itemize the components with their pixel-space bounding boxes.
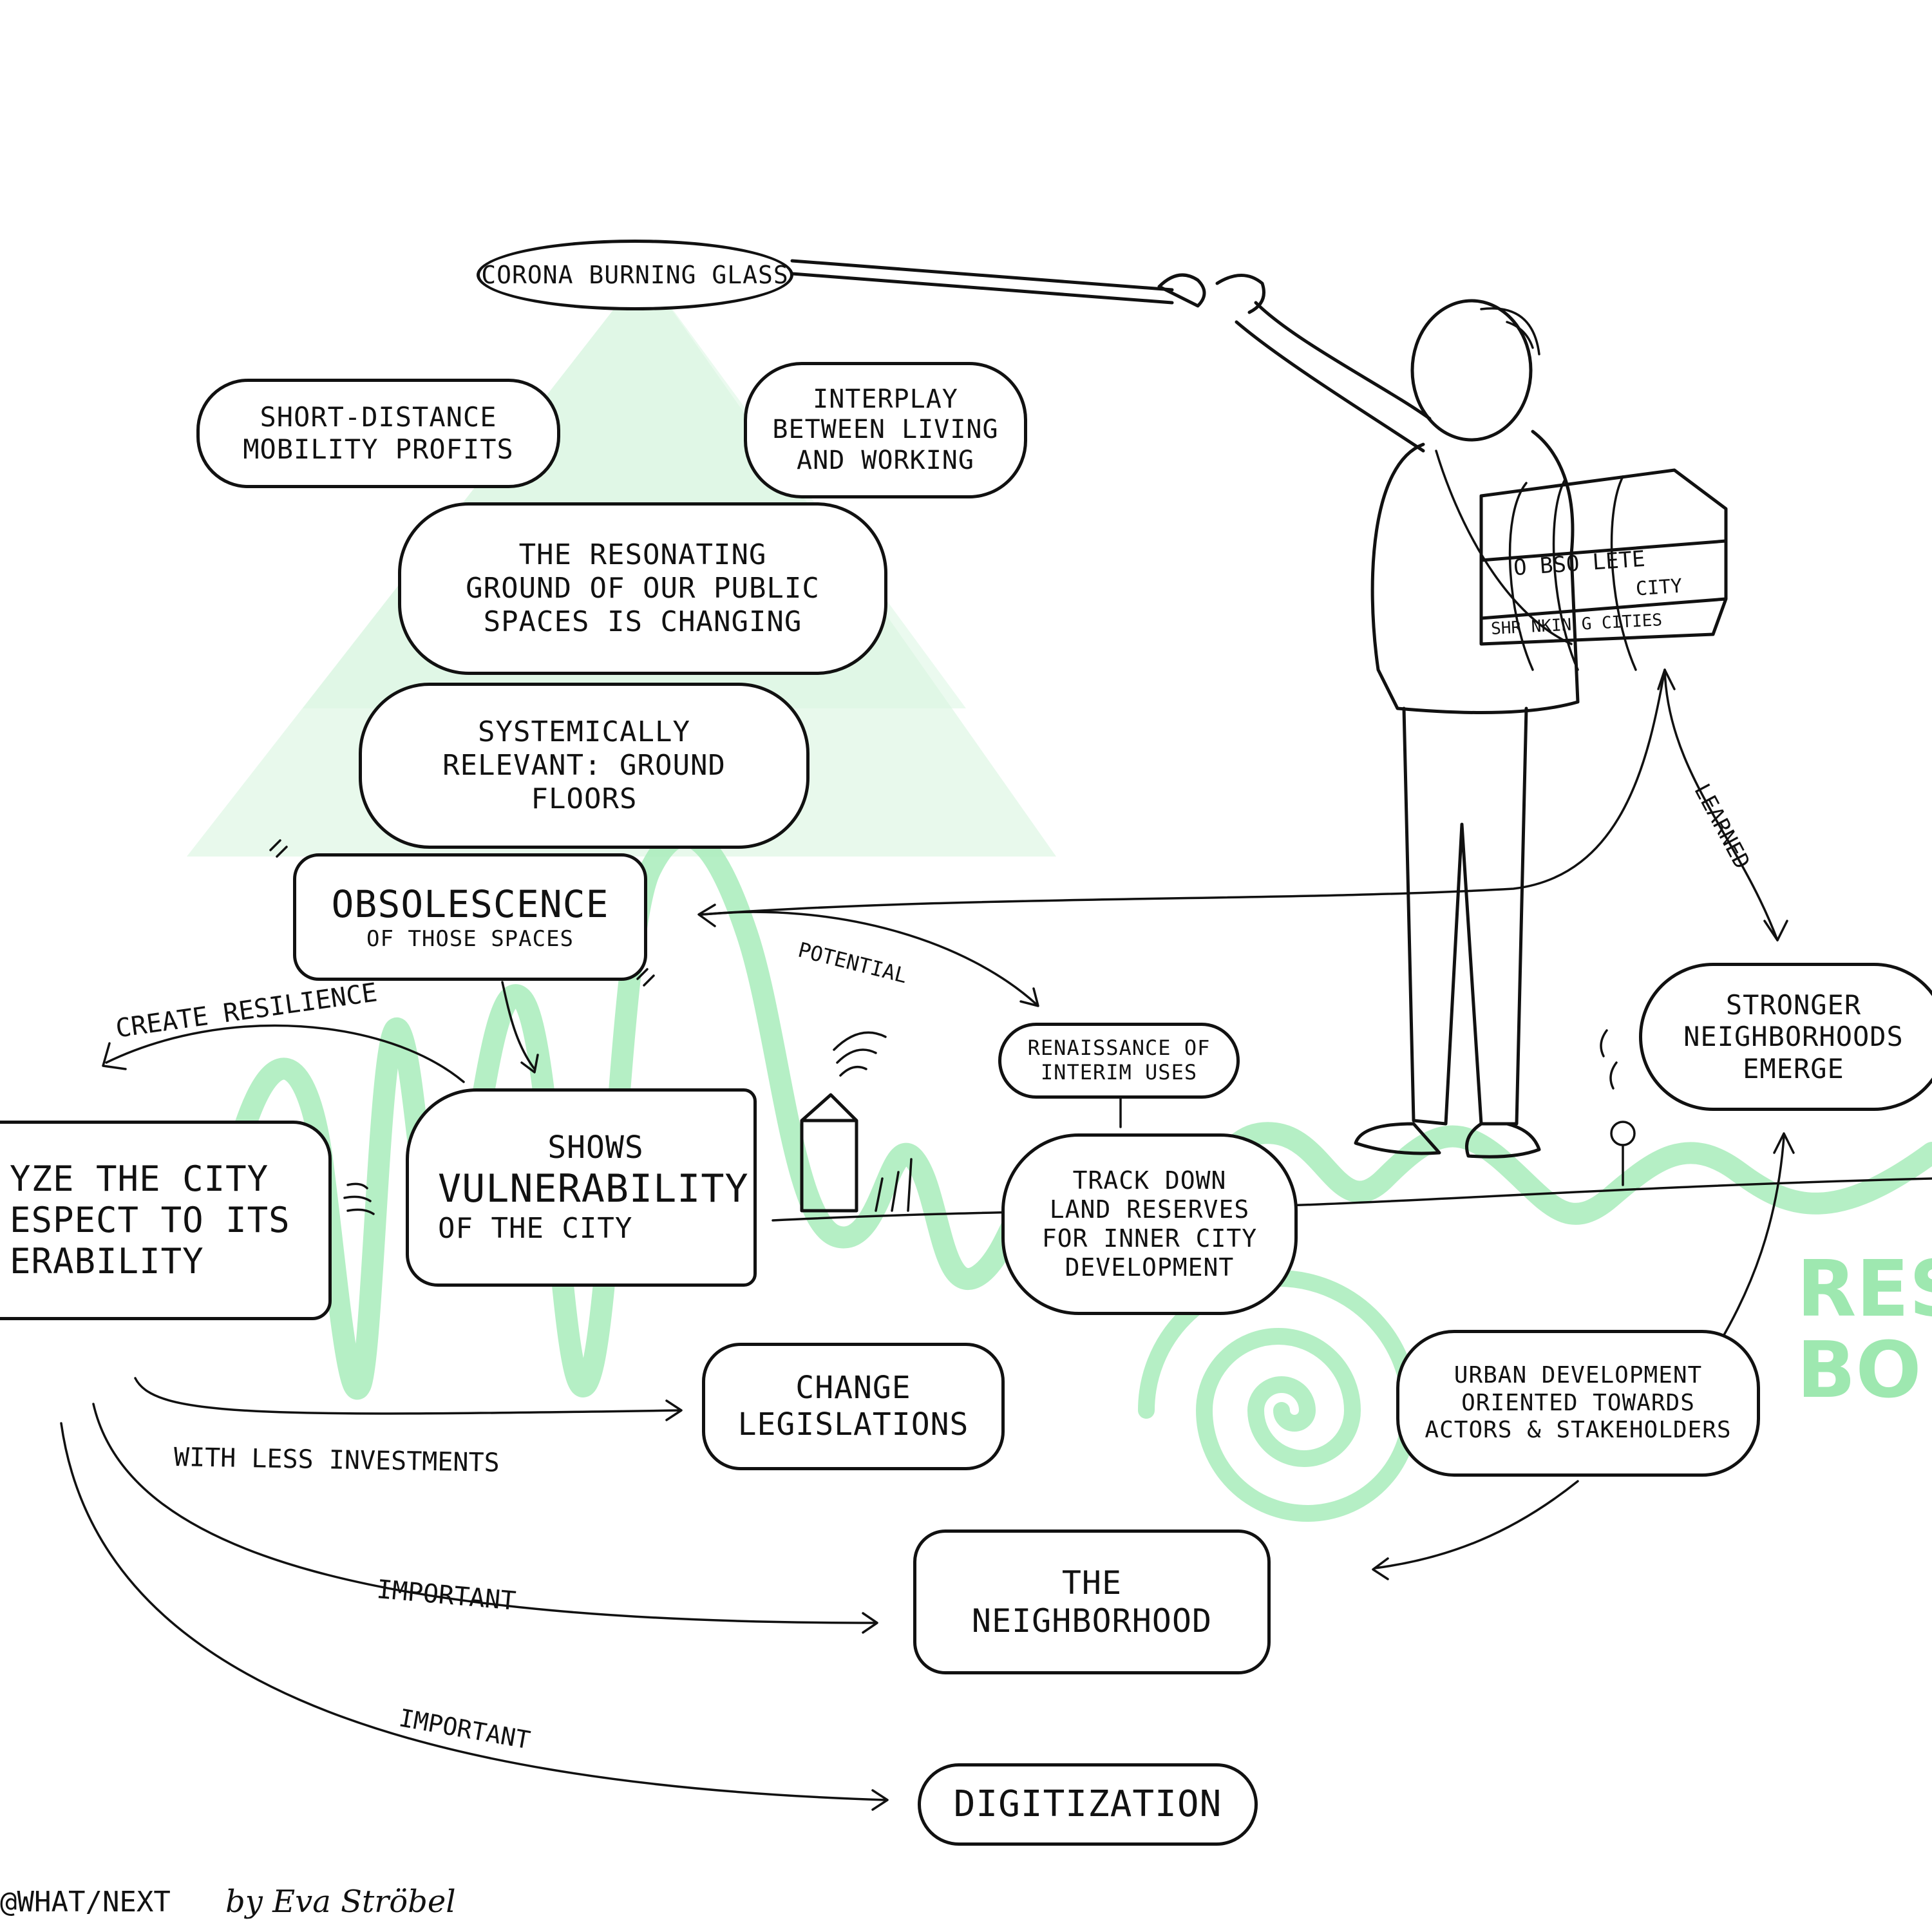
renaissance-node: RENAISSANCE OF INTERIM USES	[998, 1023, 1240, 1099]
flower-sketch	[1600, 1029, 1636, 1186]
obsolete-city-box	[1479, 468, 1728, 671]
tower-sketch	[800, 1031, 913, 1213]
digitization-node: DIGITIZATION	[918, 1763, 1258, 1846]
stronger-neighborhoods-text: STRONGER NEIGHBORHOODS EMERGE	[1683, 989, 1904, 1084]
person-hand	[1157, 273, 1265, 314]
of-the-city-text: OF THE CITY	[438, 1211, 633, 1245]
obsolescence-subtitle: OF THOSE SPACES	[366, 926, 574, 952]
edge-obsolete-to-stronger	[1663, 668, 1779, 942]
obsolescence-node: OBSOLESCENCE OF THOSE SPACES	[293, 853, 647, 981]
burning-glass-handle	[790, 259, 1174, 305]
systemically-relevant-text: SYSTEMICALLY RELEVANT: GROUND FLOORS	[442, 715, 726, 815]
resonance-body-word: RESO BO	[1797, 1245, 1932, 1416]
vulnerability-text: VULNERABILITY	[438, 1166, 749, 1211]
person-figure	[1157, 273, 1580, 1159]
resonating-ground-text: THE RESONATING GROUND OF OUR PUBLIC SPAC…	[466, 538, 820, 638]
person-shoes	[1354, 1122, 1541, 1159]
edge-urban-to-stronger	[1718, 1135, 1785, 1344]
urban-development-text: URBAN DEVELOPMENT ORIENTED TOWARDS ACTOR…	[1425, 1362, 1732, 1444]
analyze-city-node: YZE THE CITY ESPECT TO ITS ERABILITY	[0, 1121, 332, 1320]
edge-less-investments	[134, 1377, 681, 1415]
shows-text: SHOWS	[547, 1130, 644, 1166]
corona-burning-glass-text: CORONA BURNING GLASS	[481, 260, 789, 289]
edge-create-resilience	[105, 1024, 465, 1083]
credit-author: by Eva Ströbel	[225, 1884, 456, 1920]
analyze-city-text: YZE THE CITY ESPECT TO ITS ERABILITY	[10, 1159, 290, 1282]
systemically-relevant-node: SYSTEMICALLY RELEVANT: GROUND FLOORS	[359, 683, 810, 849]
label-with-less-investments: WITH LESS INVESTMENTS	[173, 1443, 500, 1478]
obsolescence-title: OBSOLESCENCE	[331, 882, 609, 926]
edge-obsolescence-to-shows	[501, 981, 536, 1070]
resonating-ground-node: THE RESONATING GROUND OF OUR PUBLIC SPAC…	[398, 502, 887, 675]
edge-learned-loop	[701, 668, 1666, 916]
short-distance-node: SHORT-DISTANCE MOBILITY PROFITS	[196, 379, 560, 488]
diagram-edges	[60, 668, 1795, 1811]
edge-important-digitization	[60, 1422, 887, 1801]
person-torso	[1370, 430, 1580, 715]
resonance-spiral	[1138, 1270, 1419, 1522]
track-down-text: TRACK DOWN LAND RESERVES FOR INNER CITY …	[1041, 1166, 1258, 1282]
edge-potential	[701, 911, 1038, 1006]
credit-handle: @WHAT/NEXT	[0, 1886, 171, 1918]
interplay-node: INTERPLAY BETWEEN LIVING AND WORKING	[744, 362, 1027, 498]
renaissance-text: RENAISSANCE OF INTERIM USES	[1027, 1036, 1211, 1084]
neighborhood-text: THE NEIGHBORHOOD	[971, 1564, 1213, 1640]
shows-vulnerability-node: SHOWS VULNERABILITY OF THE CITY	[406, 1088, 757, 1287]
stronger-neighborhoods-node: STRONGER NEIGHBORHOODS EMERGE	[1639, 963, 1932, 1111]
neighborhood-node: THE NEIGHBORHOOD	[913, 1530, 1271, 1674]
urban-development-node: URBAN DEVELOPMENT ORIENTED TOWARDS ACTOR…	[1396, 1330, 1760, 1477]
change-legislations-node: CHANGE LEGISLATIONS	[702, 1343, 1005, 1470]
resonance-wave	[234, 825, 1932, 1400]
interplay-text: INTERPLAY BETWEEN LIVING AND WORKING	[772, 384, 999, 475]
box-label-city: CITY	[1634, 574, 1683, 601]
edge-important-neighborhood	[92, 1403, 877, 1624]
corona-burning-glass-node: CORONA BURNING GLASS	[477, 240, 793, 310]
short-distance-text: SHORT-DISTANCE MOBILITY PROFITS	[243, 401, 514, 465]
change-legislations-text: CHANGE LEGISLATIONS	[737, 1370, 969, 1443]
digitization-text: DIGITIZATION	[953, 1783, 1222, 1825]
edge-urban-to-neighborhood	[1374, 1480, 1579, 1569]
ground-line	[772, 1177, 1932, 1222]
track-down-node: TRACK DOWN LAND RESERVES FOR INNER CITY …	[1001, 1133, 1298, 1315]
person-legs	[1402, 706, 1528, 1126]
person-arm	[1235, 301, 1432, 453]
person-head	[1410, 299, 1533, 442]
